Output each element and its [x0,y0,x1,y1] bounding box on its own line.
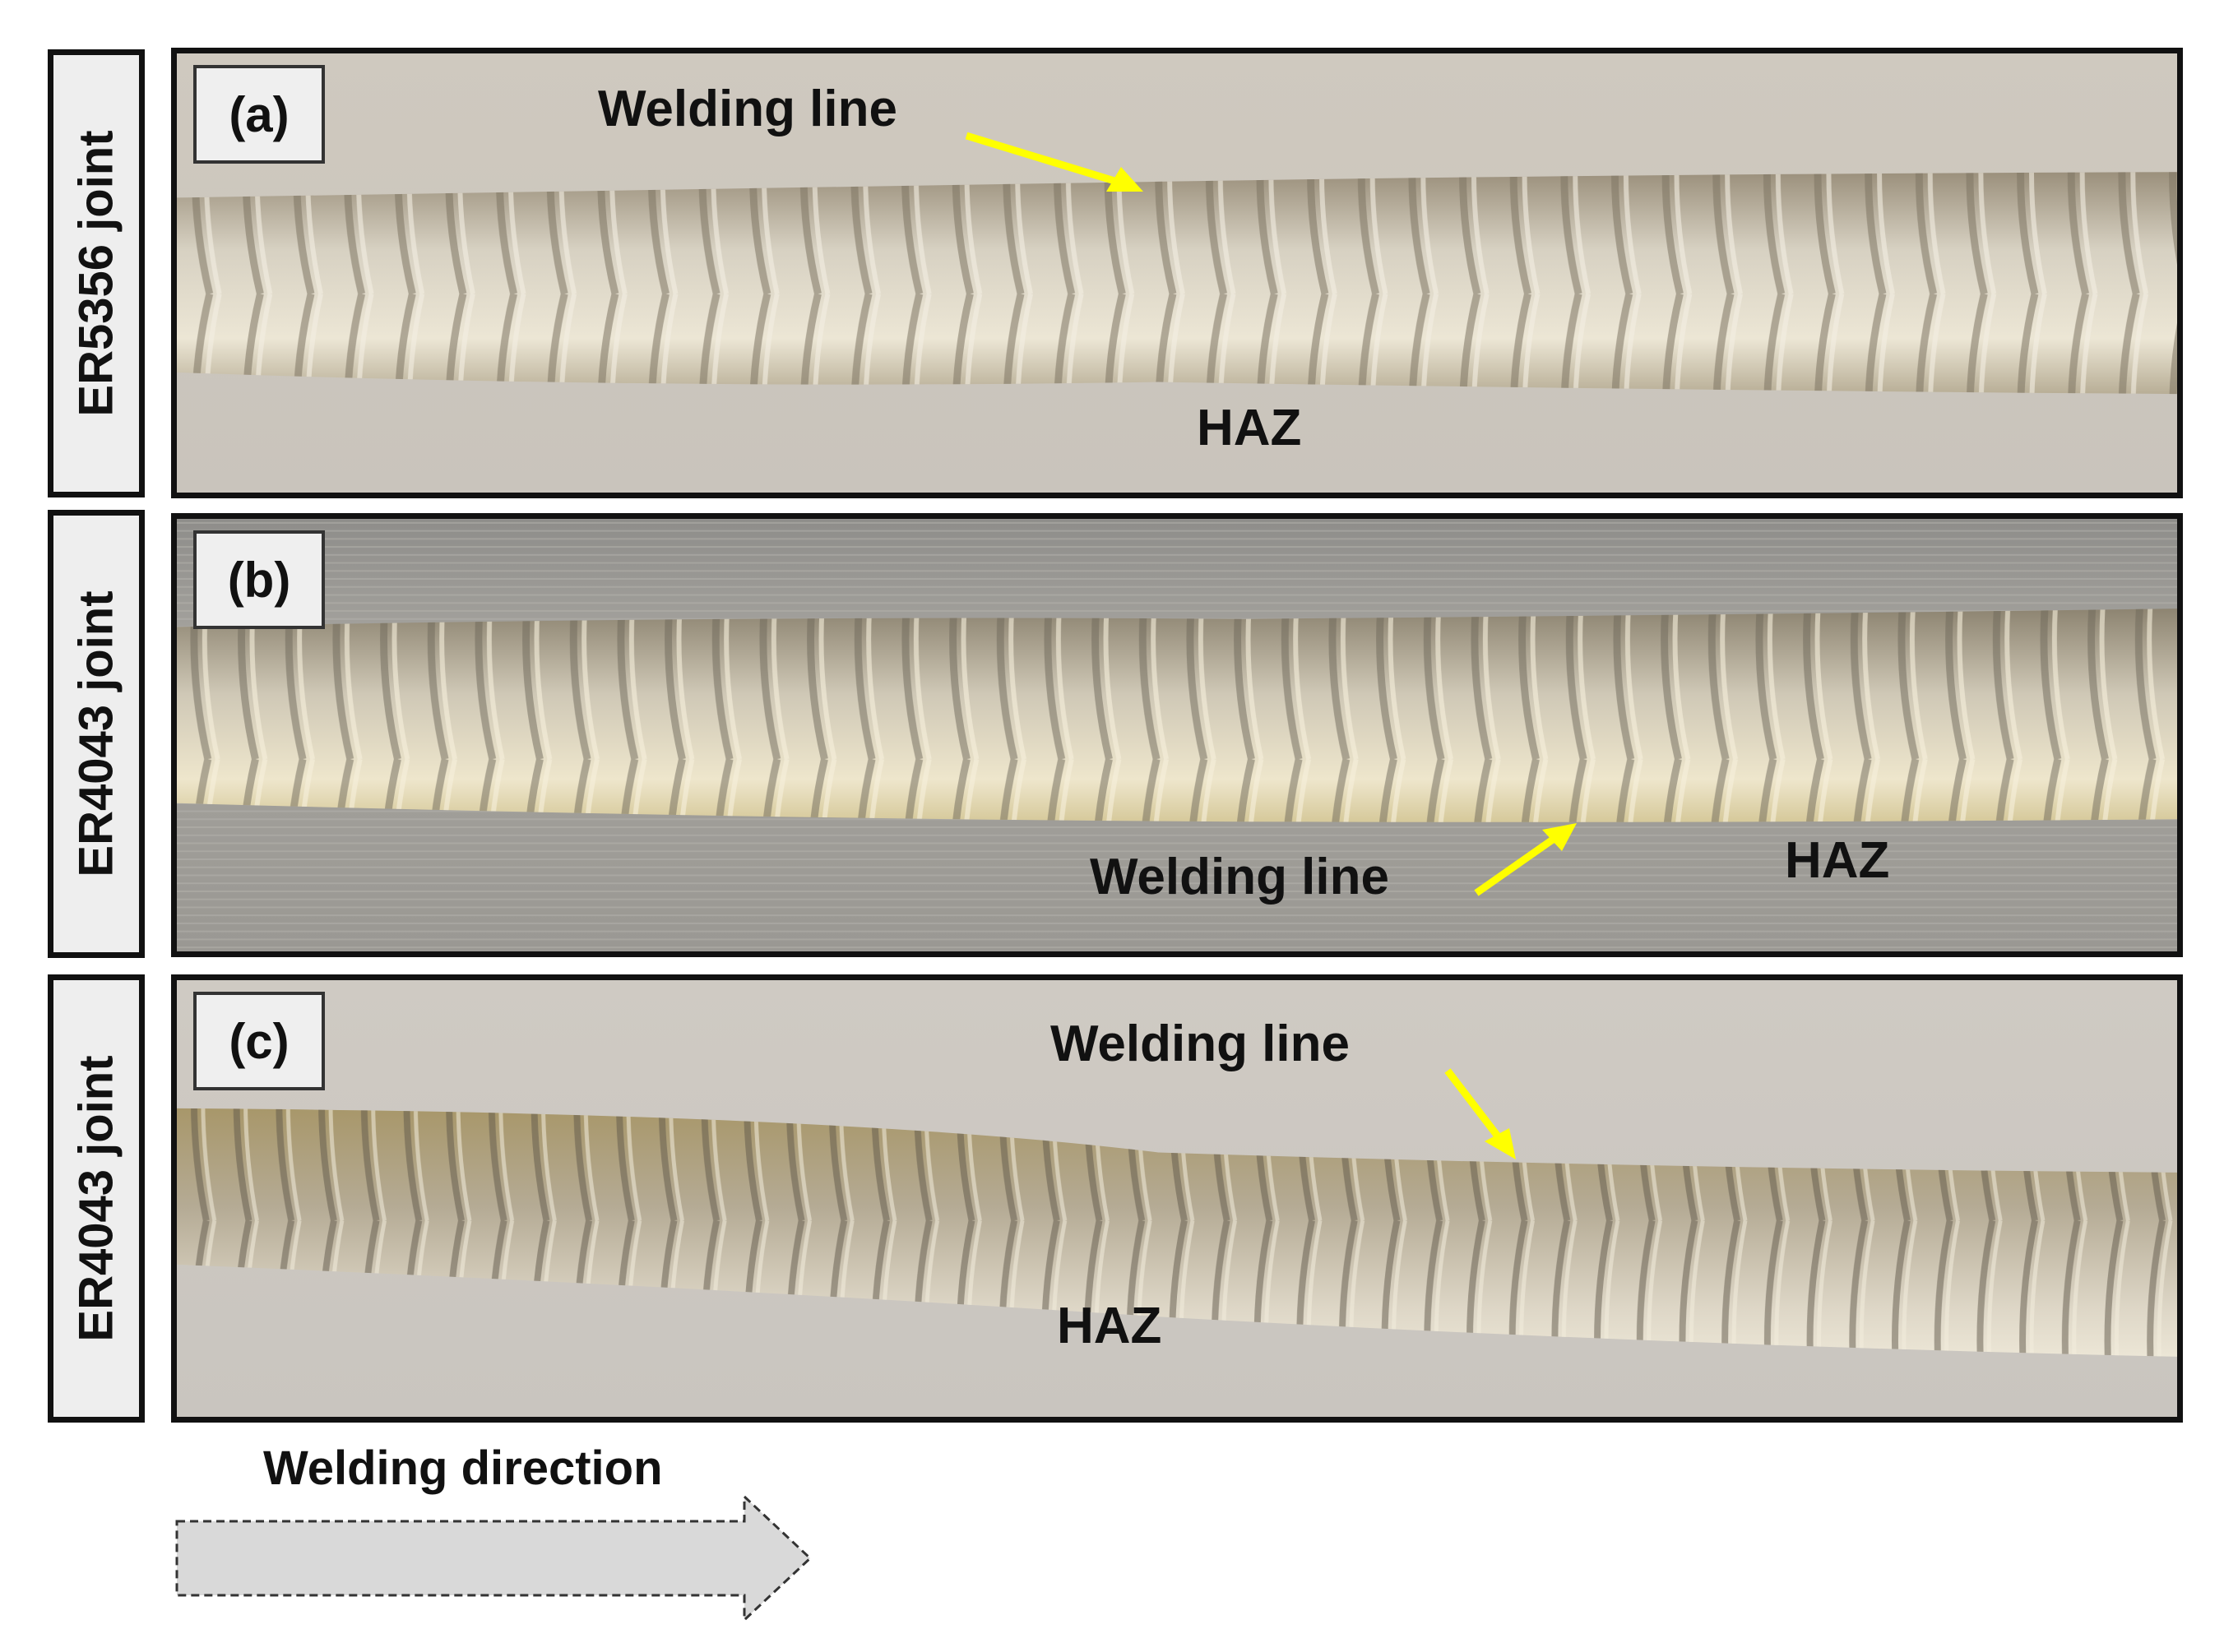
panel-tag-b: (b) [193,530,325,629]
panel-tag-c: (c) [193,992,325,1090]
welding-line-label-a: Welding line [598,81,897,137]
weld-photo-b: (b) Welding line HAZ [171,513,2183,957]
weld-photo-a-image [177,53,2177,493]
panel-tag-a: (a) [193,65,325,164]
welding-line-label-b: Welding line [1090,849,1389,905]
side-label-c-text: ER4043 joint [69,1055,123,1342]
side-label-a: ER5356 joint [48,49,145,497]
weld-photo-c: (c) Welding line HAZ [171,974,2183,1423]
arrow-icon-a [965,132,1143,192]
weld-photo-c-image [177,980,2177,1417]
side-label-b-text: ER4043 joint [69,590,123,877]
haz-label-b: HAZ [1785,832,1890,889]
weld-photo-b-image [177,519,2177,951]
welding-direction-arrow-icon [175,1493,813,1623]
welding-line-label-c: Welding line [1050,1016,1350,1072]
arrow-icon-b [1474,823,1577,896]
side-label-a-text: ER5356 joint [69,130,123,417]
side-label-c: ER4043 joint [48,974,145,1423]
weld-photo-a: (a) Welding line HAZ [171,48,2183,498]
welding-direction-label: Welding direction [263,1441,663,1495]
haz-label-c: HAZ [1057,1298,1162,1354]
side-label-b: ER4043 joint [48,510,145,958]
haz-label-a: HAZ [1197,400,1302,456]
arrow-icon-c [1444,1068,1516,1159]
